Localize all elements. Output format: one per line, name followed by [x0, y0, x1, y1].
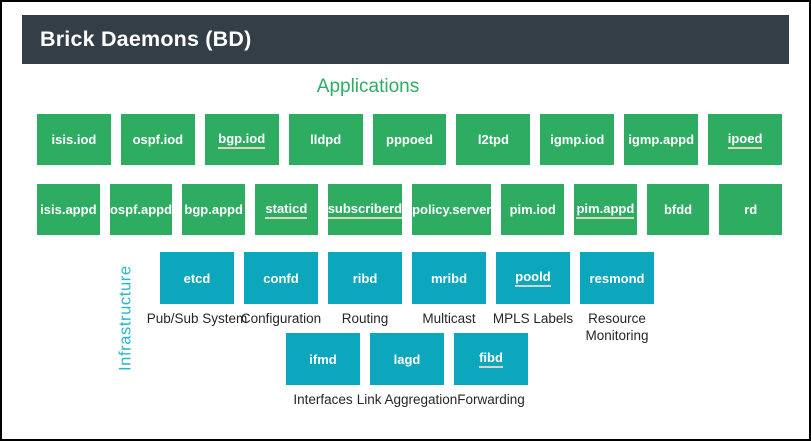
daemon-label: ifmd — [309, 351, 337, 367]
daemon-box-lldpd: lldpd — [288, 114, 363, 165]
daemon-label: mribd — [430, 270, 468, 286]
daemon-label: poold — [515, 269, 551, 287]
daemon-label: igmp.appd — [628, 132, 695, 147]
daemon-box-confd: confd — [244, 252, 318, 304]
daemon-label: rd — [744, 202, 758, 217]
infra-caption-fibd: Forwarding — [457, 392, 525, 407]
daemon-label: subscriberd — [327, 201, 403, 219]
daemon-label: ipoed — [727, 131, 763, 149]
daemon-box-mribd: mribd — [412, 252, 486, 304]
infrastructure-section-title: Infrastructure — [116, 265, 135, 371]
daemon-label: confd — [263, 270, 299, 286]
daemon-box-ospf.iod: ospf.iod — [120, 114, 195, 165]
daemon-box-pim.appd[interactable]: pim.appd — [574, 184, 637, 235]
daemon-box-rd: rd — [719, 184, 783, 235]
title-bar: Brick Daemons (BD) — [22, 15, 789, 64]
daemon-box-fibd[interactable]: fibd — [454, 333, 528, 385]
daemon-box-subscriberd[interactable]: subscriberd — [327, 184, 403, 235]
daemon-label: staticd — [265, 201, 308, 219]
daemon-label: igmp.iod — [550, 132, 605, 147]
daemon-box-ipoed[interactable]: ipoed — [708, 114, 783, 165]
daemon-box-etcd: etcd — [160, 252, 234, 304]
daemon-label: resmond — [589, 270, 645, 286]
daemon-label: policy.server — [412, 202, 492, 217]
daemon-label: lldpd — [310, 132, 342, 147]
daemon-box-resmond: resmond — [580, 252, 654, 304]
applications-row-2: isis.appd ospf.appd bgp.appd staticd subscri… — [37, 184, 783, 235]
daemon-box-ribd: ribd — [328, 252, 402, 304]
daemon-box-bgp.iod[interactable]: bgp.iod — [204, 114, 279, 165]
infra-caption-lagd: Link Aggregation — [356, 392, 458, 407]
daemon-label: ospf.iod — [132, 132, 184, 147]
daemon-label: isis.appd — [40, 202, 97, 217]
infra-caption-resmond: Resource Monitoring — [585, 311, 649, 343]
daemon-box-bgp.appd: bgp.appd — [182, 184, 246, 235]
applications-section-title: Applications — [316, 76, 420, 97]
daemon-box-isis.appd: isis.appd — [37, 184, 100, 235]
infra-caption-mribd: Multicast — [422, 311, 476, 326]
infra-caption-ifmd: Interfaces — [293, 392, 353, 407]
daemon-box-policy.server: policy.server — [412, 184, 492, 235]
daemon-box-ifmd: ifmd — [286, 333, 360, 385]
daemon-label: l2tpd — [477, 132, 509, 147]
daemon-label: pppoed — [386, 132, 433, 147]
page-title: Brick Daemons (BD) — [40, 27, 252, 51]
daemon-box-igmp.iod: igmp.iod — [540, 114, 615, 165]
infra-caption-confd: Configuration — [240, 311, 322, 326]
daemon-box-isis.iod: isis.iod — [37, 114, 111, 165]
daemon-box-poold[interactable]: poold — [496, 252, 570, 304]
daemon-label: pim.appd — [576, 201, 635, 219]
daemon-box-bfdd: bfdd — [646, 184, 710, 235]
infra-caption-poold: MPLS Labels — [492, 311, 574, 326]
daemon-label: bgp.iod — [218, 131, 266, 149]
daemon-box-igmp.appd: igmp.appd — [624, 114, 699, 165]
daemon-label: ospf.appd — [109, 202, 173, 217]
daemon-label: isis.iod — [51, 132, 97, 147]
daemon-label: pim.iod — [509, 202, 556, 217]
daemon-box-pim.iod: pim.iod — [501, 184, 565, 235]
daemon-label: ribd — [352, 270, 378, 286]
daemon-label: etcd — [183, 270, 211, 286]
daemon-label: fibd — [479, 350, 503, 368]
daemon-label: lagd — [393, 351, 421, 367]
daemon-label: bgp.appd — [184, 202, 243, 217]
daemon-box-pppoed: pppoed — [372, 114, 447, 165]
infra-caption-etcd: Pub/Sub System — [146, 311, 248, 326]
daemon-box-ospf.appd: ospf.appd — [109, 184, 173, 235]
daemon-box-staticd[interactable]: staticd — [255, 184, 318, 235]
applications-row-1: isis.iod ospf.iod bgp.iod lldpd pppoed l2tpd i… — [37, 114, 783, 165]
daemon-box-lagd: lagd — [370, 333, 444, 385]
daemon-label: bfdd — [663, 202, 693, 217]
infra-caption-ribd: Routing — [341, 311, 389, 326]
daemon-box-l2tpd: l2tpd — [456, 114, 531, 165]
